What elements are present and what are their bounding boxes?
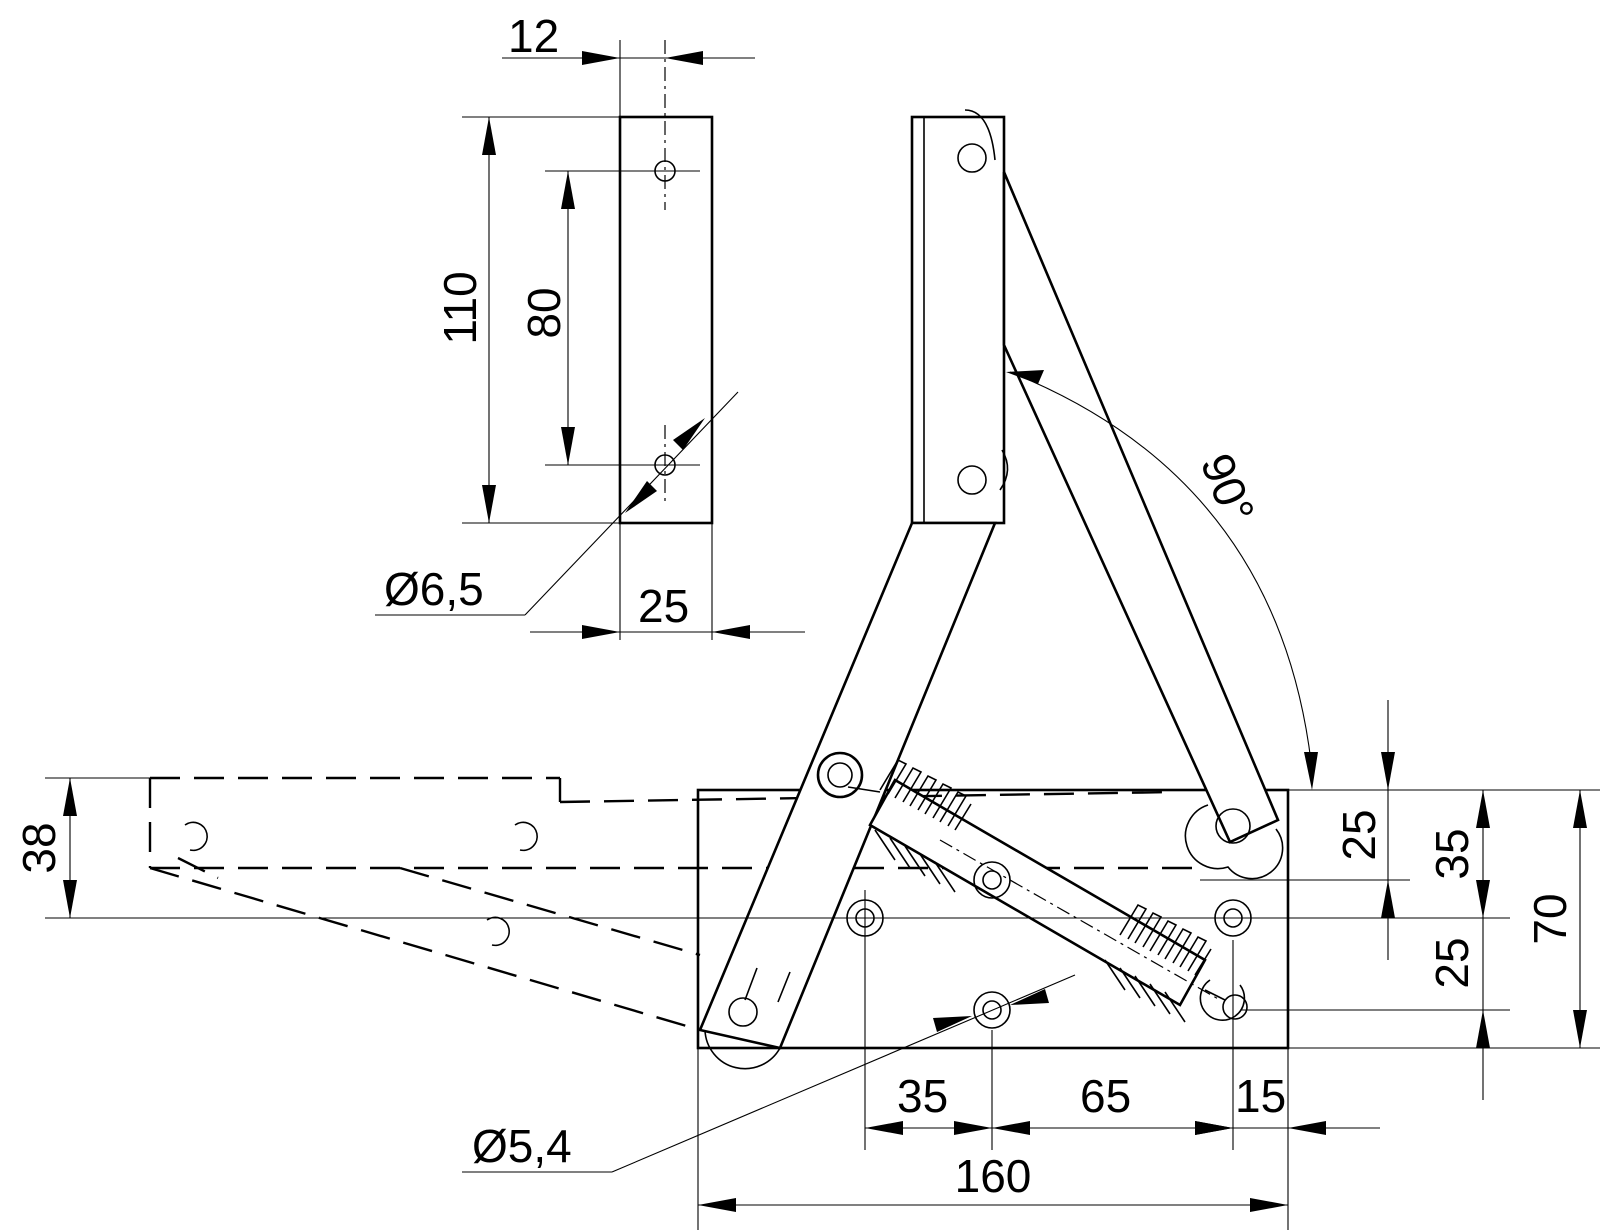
base-plate (696, 788, 1290, 1050)
spring-anchor-lower (1222, 994, 1248, 1020)
bracket-view: 12 110 80 Ø6,5 25 (375, 10, 805, 640)
dim-base-length: 160 (955, 1150, 1032, 1202)
dim-base-offset-top: 25 (1333, 809, 1385, 860)
dim-hole-spacing-mid: 65 (1080, 1070, 1131, 1122)
dim-bracket-hole-diameter: Ø6,5 (384, 563, 484, 615)
dim-base-height: 70 (1524, 893, 1576, 944)
dim-base-hole-diameter: Ø5,4 (472, 1120, 572, 1172)
dim-base-offset-mid: 35 (1426, 828, 1478, 879)
dim-hole-offset-right: 15 (1235, 1070, 1286, 1122)
dim-base-hole-row-spacing: 25 (1426, 937, 1478, 988)
folded-position-outline (148, 776, 1200, 1032)
dim-hole-spacing-left: 35 (897, 1070, 948, 1122)
upper-plate-hole-top (957, 143, 987, 173)
dim-bracket-hole-spacing: 80 (518, 287, 570, 338)
long-arm-pivot (1215, 808, 1251, 844)
spring-housing (868, 778, 1207, 1007)
spring-assembly (816, 751, 1248, 1023)
dim-bracket-width: 25 (638, 580, 689, 632)
upper-plate-hole-bottom (957, 465, 987, 495)
dim-opening-angle: 90° (1191, 446, 1265, 530)
dim-folded-height: 38 (13, 822, 65, 873)
lower-arm-pivot (728, 997, 758, 1027)
dim-bracket-length: 110 (434, 271, 486, 344)
hinge-view: 38 90° 25 35 25 70 Ø5,4 (13, 109, 1600, 1230)
spring-anchor-upper (816, 751, 864, 799)
upper-mounting-plate (910, 115, 1006, 525)
bracket-plate (618, 115, 714, 525)
dim-bracket-thickness: 12 (508, 10, 559, 62)
